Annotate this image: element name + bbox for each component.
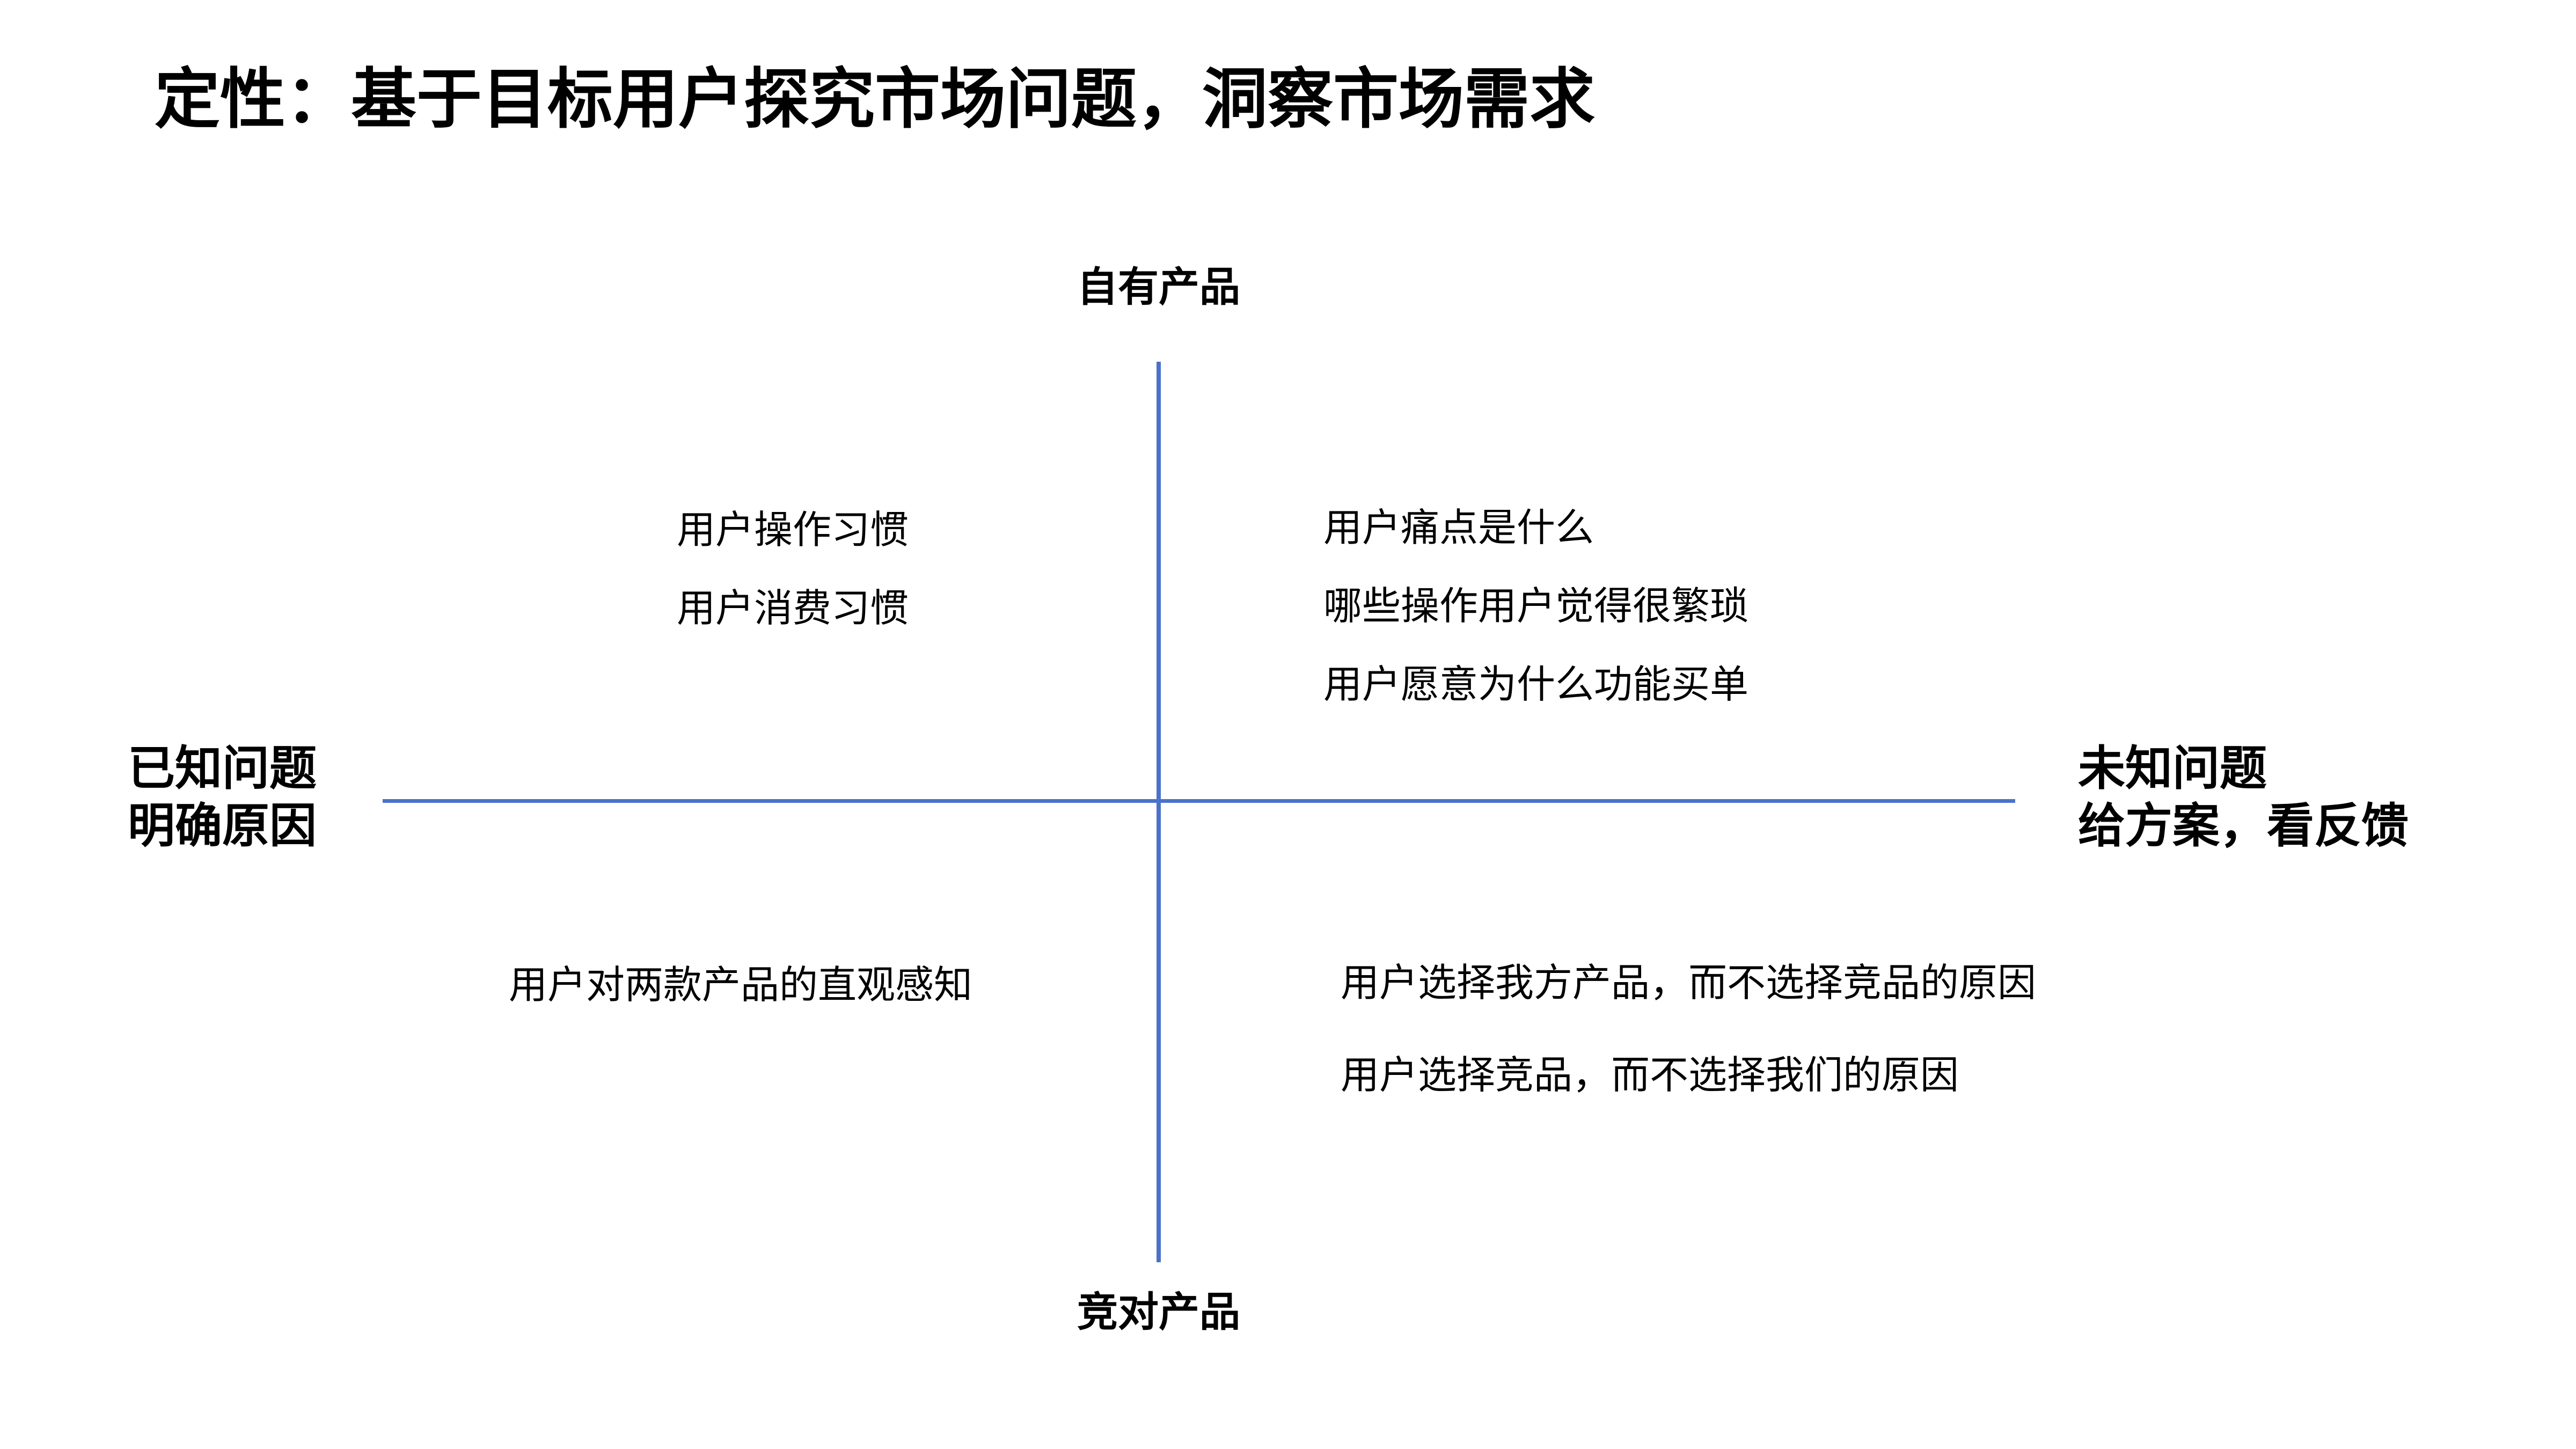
- quadrant-top-right-item: 哪些操作用户觉得很繁琐: [1323, 585, 1749, 628]
- axis-pole-label-right-line-2: 给方案，看反馈: [2078, 799, 2409, 853]
- vertical-axis-line: [1157, 362, 1161, 1262]
- axis-pole-label-top-text: 自有产品: [1077, 265, 1240, 310]
- horizontal-axis-line: [383, 799, 2015, 803]
- quadrant-bottom-right-item: 用户选择我方产品，而不选择竞品的原因: [1341, 962, 2037, 1005]
- page-title: 定性：基于目标用户探究市场问题，洞察市场需求: [155, 63, 1595, 136]
- axis-pole-label-bottom-text: 竞对产品: [1077, 1290, 1240, 1335]
- axis-pole-label-left: 已知问题 明确原因: [128, 740, 317, 855]
- axis-pole-label-left-line-1: 已知问题: [128, 742, 317, 795]
- quadrant-top-left-item: 用户消费习惯: [676, 587, 909, 630]
- axis-pole-label-top: 自有产品: [1077, 263, 1240, 313]
- quadrant-bottom-left-item: 用户对两款产品的直观感知: [508, 964, 973, 1007]
- quadrant-bottom-left: 用户对两款产品的直观感知: [509, 966, 972, 1005]
- axis-pole-label-right: 未知问题 给方案，看反馈: [2078, 740, 2409, 855]
- axis-pole-label-right-line-1: 未知问题: [2078, 742, 2267, 795]
- quadrant-bottom-right: 用户选择我方产品，而不选择竞品的原因 用户选择竞品，而不选择我们的原因: [1341, 964, 2036, 1148]
- quadrant-top-right-item: 用户痛点是什么: [1323, 507, 1594, 550]
- axis-pole-label-left-line-2: 明确原因: [128, 799, 317, 853]
- quadrant-top-left: 用户操作习惯 用户消费习惯: [677, 511, 909, 628]
- quadrant-top-left-item: 用户操作习惯: [676, 509, 909, 552]
- quadrant-top-right-item: 用户愿意为什么功能买单: [1323, 663, 1749, 706]
- axis-pole-label-bottom: 竞对产品: [1077, 1288, 1240, 1338]
- quadrant-bottom-right-item: 用户选择竞品，而不选择我们的原因: [1341, 1054, 1959, 1097]
- quadrant-top-right: 用户痛点是什么 哪些操作用户觉得很繁琐 用户愿意为什么功能买单: [1323, 509, 1748, 704]
